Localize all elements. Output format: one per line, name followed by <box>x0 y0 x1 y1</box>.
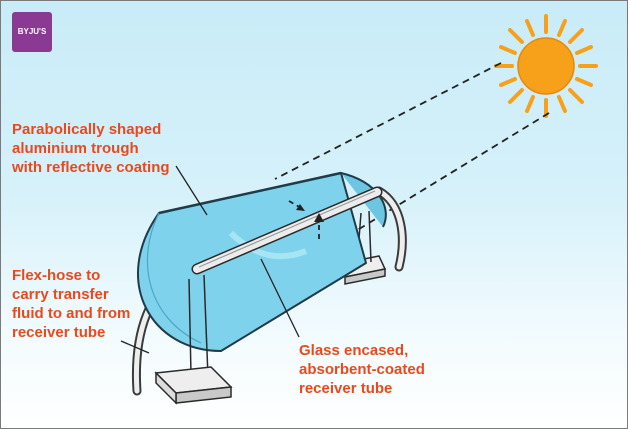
leader-lines <box>120 165 300 354</box>
tube-label: Glass encased, absorbent-coated receiver… <box>299 341 425 398</box>
hose-label-line-2: carry transfer <box>12 286 109 303</box>
tube-label-line-2: absorbent-coated <box>299 361 425 378</box>
receiver-tube <box>191 186 383 275</box>
front-stand <box>154 274 233 405</box>
trough-label-line-3: with reflective coating <box>12 159 170 176</box>
byjus-logo: BYJU'S <box>12 12 52 52</box>
ray-arrowheads <box>296 204 324 222</box>
sun-icon <box>494 14 598 118</box>
hose-label: Flex-hose to carry transfer fluid to and… <box>12 266 130 342</box>
hose-label-line-1: Flex-hose to <box>12 267 101 284</box>
trough-label-line-1: Parabolically shaped <box>12 121 162 138</box>
trough-label: Parabolically shaped aluminium trough wi… <box>12 120 170 177</box>
trough-label-line-2: aluminium trough <box>12 140 139 157</box>
hose-label-line-3: fluid to and from <box>12 305 131 322</box>
tube-label-line-1: Glass encased, <box>299 342 409 359</box>
tube-label-line-3: receiver tube <box>299 380 393 397</box>
hose-label-line-4: receiver tube <box>12 324 106 341</box>
